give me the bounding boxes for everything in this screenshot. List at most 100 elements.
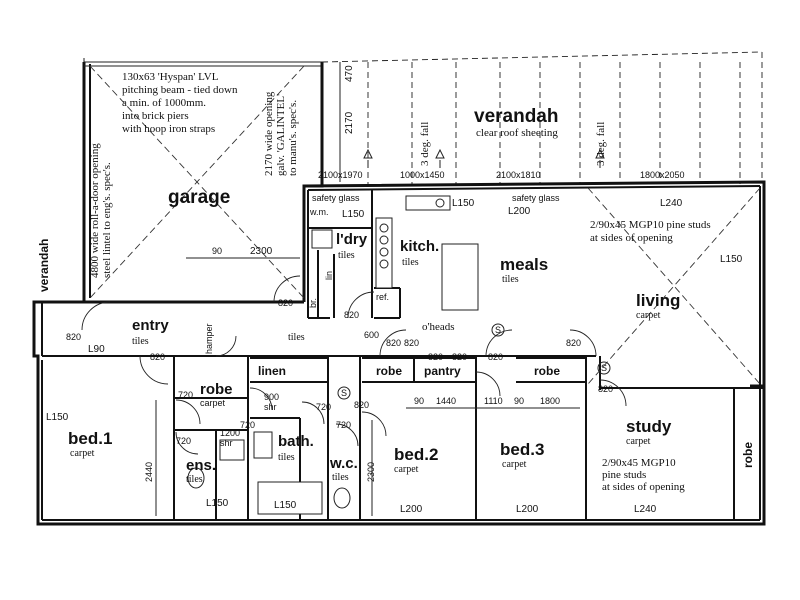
window-size: 2100x1810 bbox=[496, 170, 541, 180]
door-820: 820 bbox=[278, 298, 293, 308]
kitchen-island bbox=[441, 243, 479, 311]
bed3-sub: carpet bbox=[502, 459, 527, 470]
entry-sub: tiles bbox=[132, 336, 149, 347]
label-wm: w.m. bbox=[309, 207, 329, 217]
bath-sub: tiles bbox=[278, 452, 295, 463]
kitchen-sub: tiles bbox=[402, 257, 419, 268]
room-label-linen: linen bbox=[258, 364, 286, 378]
label-hamper: hamper bbox=[204, 323, 214, 354]
door-720: 720 bbox=[240, 420, 255, 430]
room-label-bed3: bed.3 bbox=[500, 440, 544, 459]
dim-2300: 2300 bbox=[250, 246, 273, 257]
door-820: 820 bbox=[428, 352, 443, 362]
fall-note: 3 deg. fall bbox=[595, 122, 607, 166]
study-sub: carpet bbox=[626, 436, 651, 447]
lintel-label: L150 bbox=[452, 198, 475, 209]
smoke-detectors: S S S bbox=[337, 323, 611, 400]
wc-sub: tiles bbox=[332, 472, 349, 483]
lintel-label: L150 bbox=[720, 254, 743, 265]
garage-opening-note-line: to manu's. spec's. bbox=[287, 100, 299, 176]
dim-90: 90 bbox=[212, 246, 222, 256]
laundry-sub: tiles bbox=[338, 250, 355, 261]
bath-vanity bbox=[253, 431, 273, 459]
label-lin: lin bbox=[324, 271, 334, 280]
label-900-shr: shr bbox=[264, 402, 277, 412]
lintel-label: L150 bbox=[206, 498, 229, 509]
verandah-roof bbox=[321, 51, 763, 184]
ens-vanity bbox=[219, 439, 245, 461]
door-720: 720 bbox=[178, 390, 193, 400]
beam-note-line: pitching beam - tied down bbox=[122, 84, 238, 96]
door-600: 600 bbox=[364, 330, 379, 340]
room-label-study: study bbox=[626, 417, 672, 436]
smoke-detector-label: S bbox=[495, 325, 501, 335]
room-label-robe-study: robe bbox=[741, 442, 755, 468]
dim-2170: 2170 bbox=[344, 111, 355, 134]
door-820: 820 bbox=[488, 352, 503, 362]
wc-toilet bbox=[333, 487, 351, 509]
room-label-entry: entry bbox=[132, 317, 169, 334]
dim-1440: 1440 bbox=[436, 396, 456, 406]
door-820: 820 bbox=[66, 332, 81, 342]
ens-sub: tiles bbox=[186, 474, 203, 485]
robe1-sub: carpet bbox=[200, 398, 226, 408]
verandah-sub: clear roof sheeting bbox=[476, 127, 558, 139]
studs-study-line: pine studs bbox=[602, 469, 646, 481]
garage-opening-note-line: 2170 wide opening bbox=[263, 91, 275, 176]
beam-note-line: a min. of 1000mm. bbox=[122, 97, 206, 109]
laundry-tub bbox=[311, 229, 333, 249]
lintel-label: L200 bbox=[508, 206, 531, 217]
bed2-sub: carpet bbox=[394, 464, 419, 475]
lintel-label: L240 bbox=[660, 198, 683, 209]
label-br: br. bbox=[308, 298, 318, 308]
meals-sub: tiles bbox=[502, 274, 519, 285]
label-ref: ref. bbox=[376, 292, 389, 302]
door-swings bbox=[81, 275, 627, 455]
lintel-label: L90 bbox=[88, 344, 105, 355]
garage-opening-note: 2170 wide opening galv. 'GALINTEL' to ma… bbox=[263, 91, 299, 176]
smoke-detector-label: S bbox=[341, 388, 347, 398]
dim-90: 90 bbox=[414, 396, 424, 406]
lintel-label: L150 bbox=[342, 209, 365, 220]
fall-note: 3 deg. fall bbox=[419, 122, 431, 166]
label-1200: 1200 bbox=[220, 428, 240, 438]
garage-opening-note-line: galv. 'GALINTEL' bbox=[275, 94, 287, 176]
door-820: 820 bbox=[452, 352, 467, 362]
room-label-verandah: verandah bbox=[474, 106, 558, 127]
room-label-verandah-side: verandah bbox=[37, 239, 51, 292]
house-outer-walls bbox=[32, 180, 766, 526]
roll-door-note: 4800 wide roll-a-door opening steel lint… bbox=[89, 143, 113, 278]
beam-note-line: 130x63 'Hyspan' LVL bbox=[122, 71, 219, 83]
lintel-label: L150 bbox=[274, 500, 297, 511]
door-820: 820 bbox=[150, 352, 165, 362]
room-label-bed1: bed.1 bbox=[68, 429, 112, 448]
studs-study-line: 2/90x45 MGP10 bbox=[602, 457, 676, 469]
dim-1110: 1110 bbox=[484, 396, 503, 406]
dim-2440: 2440 bbox=[144, 462, 154, 482]
smoke-detector-label: S bbox=[601, 363, 607, 373]
room-label-kitchen: kitch. bbox=[400, 238, 439, 255]
living-sub: carpet bbox=[636, 310, 661, 321]
door-720: 720 bbox=[336, 420, 351, 430]
studs-living-line: 2/90x45 MGP10 pine studs bbox=[590, 219, 711, 231]
safety-glass-note: safety glass bbox=[312, 193, 360, 203]
beam-note-line: into brick piers bbox=[122, 110, 189, 122]
room-label-garage: garage bbox=[168, 187, 230, 208]
fixtures bbox=[187, 195, 479, 515]
label-oheads: o'heads bbox=[422, 321, 455, 333]
room-label-ens: ens. bbox=[186, 457, 216, 474]
room-label-robe1: robe bbox=[200, 381, 233, 398]
interior-walls bbox=[41, 190, 764, 520]
ens-toilet bbox=[187, 467, 205, 489]
living-diagonals bbox=[587, 187, 761, 385]
door-820: 820 bbox=[566, 338, 581, 348]
room-label-pantry: pantry bbox=[424, 364, 461, 378]
lintel-label: L200 bbox=[400, 504, 423, 515]
roll-door-note-line: steel lintel to eng's. spec's. bbox=[101, 162, 113, 278]
lintel-label: L150 bbox=[46, 412, 69, 423]
bed1-sub: carpet bbox=[70, 448, 95, 459]
door-820: 820 bbox=[354, 400, 369, 410]
room-label-bath: bath. bbox=[278, 433, 314, 450]
dim-470: 470 bbox=[344, 65, 355, 82]
